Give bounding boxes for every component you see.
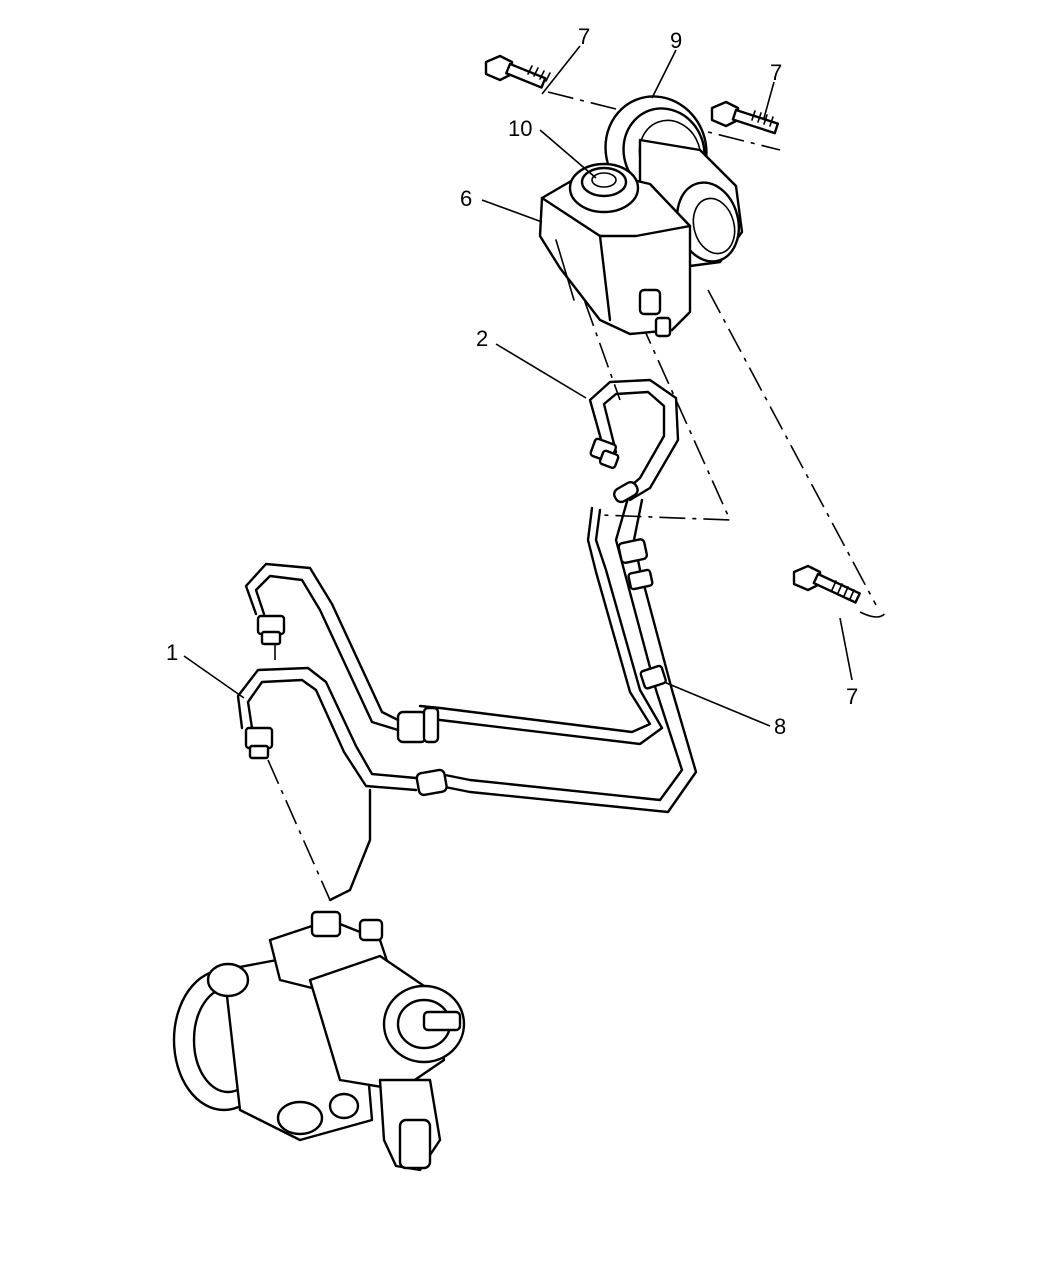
callout-1: 1	[166, 640, 178, 665]
steering-gear	[172, 910, 466, 1172]
callouts: 7 9 7 10 6 2 1 8 7	[166, 24, 858, 739]
callout-7-lower: 7	[846, 684, 858, 709]
return-and-pressure-hoses	[396, 480, 698, 814]
bolt-top-right	[710, 100, 780, 135]
callout-10: 10	[508, 116, 532, 141]
steel-tubes	[236, 562, 418, 902]
bolt-lower-right	[792, 564, 861, 604]
power-steering-pump	[538, 95, 744, 338]
bolt-top-left	[484, 54, 551, 89]
callout-7-top-left: 7	[578, 24, 590, 49]
callout-7-top-right: 7	[770, 60, 782, 85]
callout-8: 8	[774, 714, 786, 739]
pressure-hose-upper	[588, 378, 680, 502]
callout-9: 9	[670, 28, 682, 53]
callout-2: 2	[476, 326, 488, 351]
callout-6: 6	[460, 186, 472, 211]
